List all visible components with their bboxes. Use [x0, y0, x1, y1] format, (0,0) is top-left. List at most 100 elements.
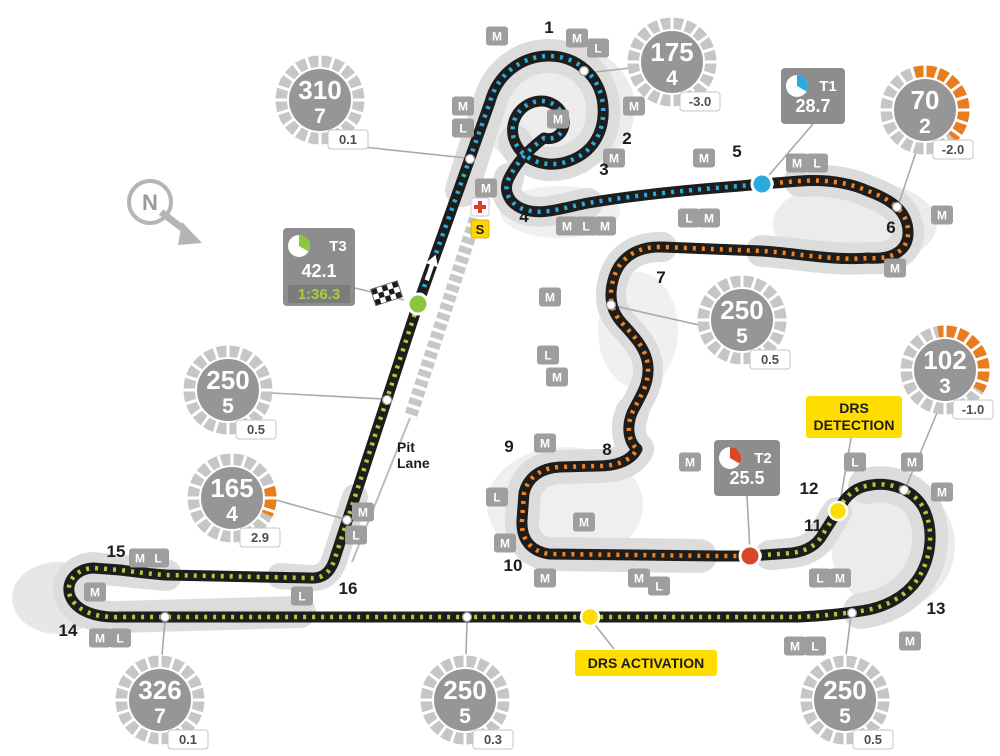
marshal-box — [804, 636, 826, 656]
marshal-post: M — [486, 26, 508, 46]
gauge-brake-arc — [900, 325, 990, 415]
marshal-letter: M — [790, 640, 800, 654]
marshal-post: M — [623, 96, 645, 116]
marshal-box — [547, 109, 569, 129]
corner-number: 6 — [886, 218, 895, 237]
marshal-post: M — [547, 109, 569, 129]
marshal-post: M — [352, 502, 374, 522]
gauge-face — [709, 287, 775, 353]
corner-number: 8 — [602, 440, 611, 459]
marshal-box — [829, 568, 851, 588]
marshal-letter: M — [500, 537, 510, 551]
marshal-post: M — [556, 216, 578, 236]
marshal-post: M — [628, 568, 650, 588]
sector3-track-outline — [63, 302, 936, 623]
marshal-letter: L — [811, 640, 818, 654]
marshal-letter: L — [154, 552, 161, 566]
marshal-box — [486, 26, 508, 46]
marshal-letter: M — [572, 32, 582, 46]
marshal-box — [537, 345, 559, 365]
marshal-post: L — [678, 208, 700, 228]
gauge-delta-box — [235, 419, 277, 440]
sector-boundary-circle — [750, 172, 774, 196]
marshal-box — [809, 568, 831, 588]
corner-number: 1 — [544, 18, 553, 37]
marshal-letter: L — [544, 349, 551, 363]
pit-lane-label: Pit Lane — [397, 439, 430, 471]
gauge-delta-value: 0.5 — [761, 352, 779, 367]
marshal-letter: L — [813, 157, 820, 171]
gauge-gear-value: 5 — [459, 705, 471, 728]
gauge-delta-box — [679, 91, 721, 112]
info-box-layer: T128.7T225.5T342.11:36.3DRSDETECTIONDRS … — [283, 68, 902, 676]
marshal-letter: M — [634, 572, 644, 586]
gauge-gear-value: 7 — [314, 105, 326, 128]
marshal-letter: M — [135, 552, 145, 566]
gauge-leader-line — [161, 620, 166, 656]
marshal-box — [566, 28, 588, 48]
marshal-post: M — [546, 367, 568, 387]
marshal-letter: M — [90, 586, 100, 600]
marshal-letter: L — [352, 529, 359, 543]
marshal-box — [679, 452, 701, 472]
sector-pie-wedge — [797, 75, 809, 92]
marshal-box — [494, 533, 516, 553]
drs-zone-circle — [579, 606, 601, 628]
marshal-box — [539, 287, 561, 307]
marshal-box — [575, 216, 597, 236]
gauge-speed-value: 250 — [720, 295, 763, 325]
marshal-post: M — [534, 568, 556, 588]
measure-dot — [898, 484, 910, 496]
marshal-letter: M — [358, 506, 368, 520]
marshal-post: M — [784, 636, 806, 656]
marshal-letter: M — [540, 437, 550, 451]
compass-ring — [127, 179, 173, 225]
marshal-letter: M — [600, 220, 610, 234]
compass-north-label: N — [142, 190, 158, 215]
measure-dot — [381, 394, 393, 406]
drs-leader-line — [591, 620, 615, 650]
marshal-post: L — [537, 345, 559, 365]
marshal-post: L — [147, 548, 169, 568]
speed-gauge: 702-2.0 — [879, 64, 974, 160]
gauge-face — [812, 667, 878, 733]
gauge-leader-line — [465, 620, 468, 656]
marshal-box — [109, 628, 131, 648]
marshal-post: M — [786, 153, 808, 173]
gauge-delta-value: -1.0 — [962, 402, 984, 417]
marshal-post: L — [587, 38, 609, 58]
gauge-face — [287, 67, 353, 133]
gauge-delta-value: 0.5 — [247, 422, 265, 437]
marshal-letter: M — [937, 486, 947, 500]
sector-leader-line — [763, 123, 814, 182]
gauge-delta-value: -3.0 — [689, 94, 711, 109]
pit-lane-strip — [403, 211, 484, 421]
marshal-post: L — [291, 586, 313, 606]
s-marker-label: S — [476, 222, 485, 237]
marshal-post: L — [804, 636, 826, 656]
marshal-letter: M — [579, 516, 589, 530]
gauge-delta-value: 0.5 — [864, 732, 882, 747]
gauge-delta-box — [749, 349, 791, 370]
marshal-post: M — [452, 96, 474, 116]
gauge-speed-value: 326 — [138, 675, 181, 705]
gauge-gear-value: 4 — [666, 67, 678, 90]
gauge-leader-line — [898, 151, 917, 204]
marshal-box — [594, 216, 616, 236]
marshal-box — [89, 628, 111, 648]
marshal-letter: M — [699, 152, 709, 166]
gauge-face — [432, 667, 498, 733]
comp: N — [127, 179, 202, 245]
pit-label-line2: Lane — [397, 455, 430, 471]
corner-number: 2 — [622, 129, 631, 148]
corner-number: 13 — [927, 599, 946, 618]
gauge-face — [639, 29, 705, 95]
marshal-post: L — [809, 568, 831, 588]
track-extras-layer: S — [159, 65, 910, 628]
marshal-post: L — [575, 216, 597, 236]
